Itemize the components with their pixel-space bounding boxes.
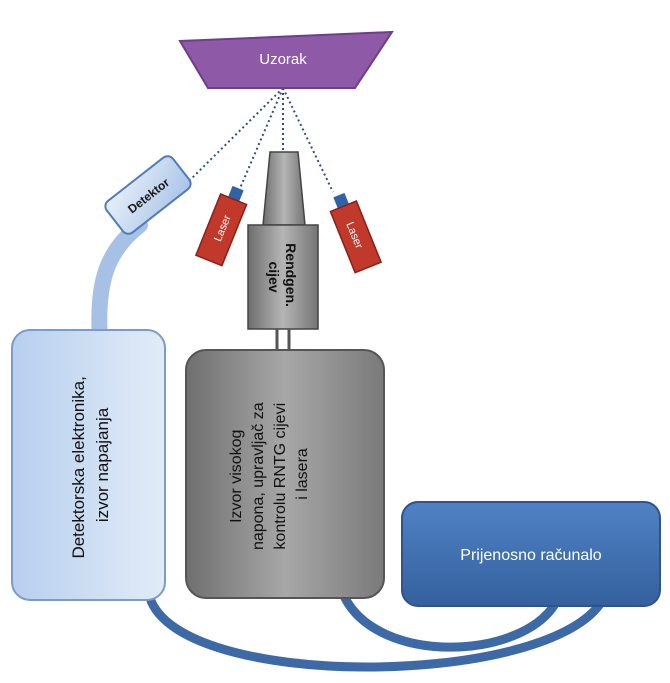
laptop-label: Prijenosno računalo: [460, 547, 602, 564]
laser-right: Laser: [329, 192, 383, 274]
laptop-cable-outer: [145, 593, 605, 672]
hv-source-label-line1: Izvor visokog: [228, 430, 245, 523]
xray-tube-label-line1: Rendgen.: [283, 243, 299, 307]
detector-electronics-label-line2: izvor napajanja: [93, 407, 112, 522]
laser-left: Laser: [194, 185, 248, 267]
hv-source-label-line4: i lasera: [294, 448, 311, 500]
sample-label: Uzorak: [259, 51, 307, 68]
svg-text:Izvor visokog napona, upra: Izvor visokog napona, upravljač za kontr…: [228, 398, 311, 550]
hv-source-label-line2: napona, upravljač za: [250, 402, 267, 550]
hv-source-label-line3: kontrolu RNTG cijevi: [272, 403, 289, 550]
detector-electronics-label-line1: Detektorska elektronika,: [69, 376, 88, 558]
xray-tube-label-line2: cijev: [266, 261, 282, 292]
svg-text:Detektorska elektronika, i: Detektorska elektronika, izvor napajanja: [69, 371, 112, 558]
laptop-box: [401, 501, 661, 607]
detector: Detektor: [104, 155, 192, 235]
detector-cable: [91, 217, 148, 348]
xray-tube: Rendgen. cijev: [247, 151, 319, 352]
laptop-cable-inner: [340, 593, 560, 652]
beam-lines: [189, 87, 334, 194]
sample-shape: [178, 30, 394, 89]
detector-electronics-box: [11, 329, 166, 601]
hv-source-box: [185, 349, 385, 599]
svg-text:Rendgen. cijev: Rendgen. cijev: [266, 243, 299, 311]
